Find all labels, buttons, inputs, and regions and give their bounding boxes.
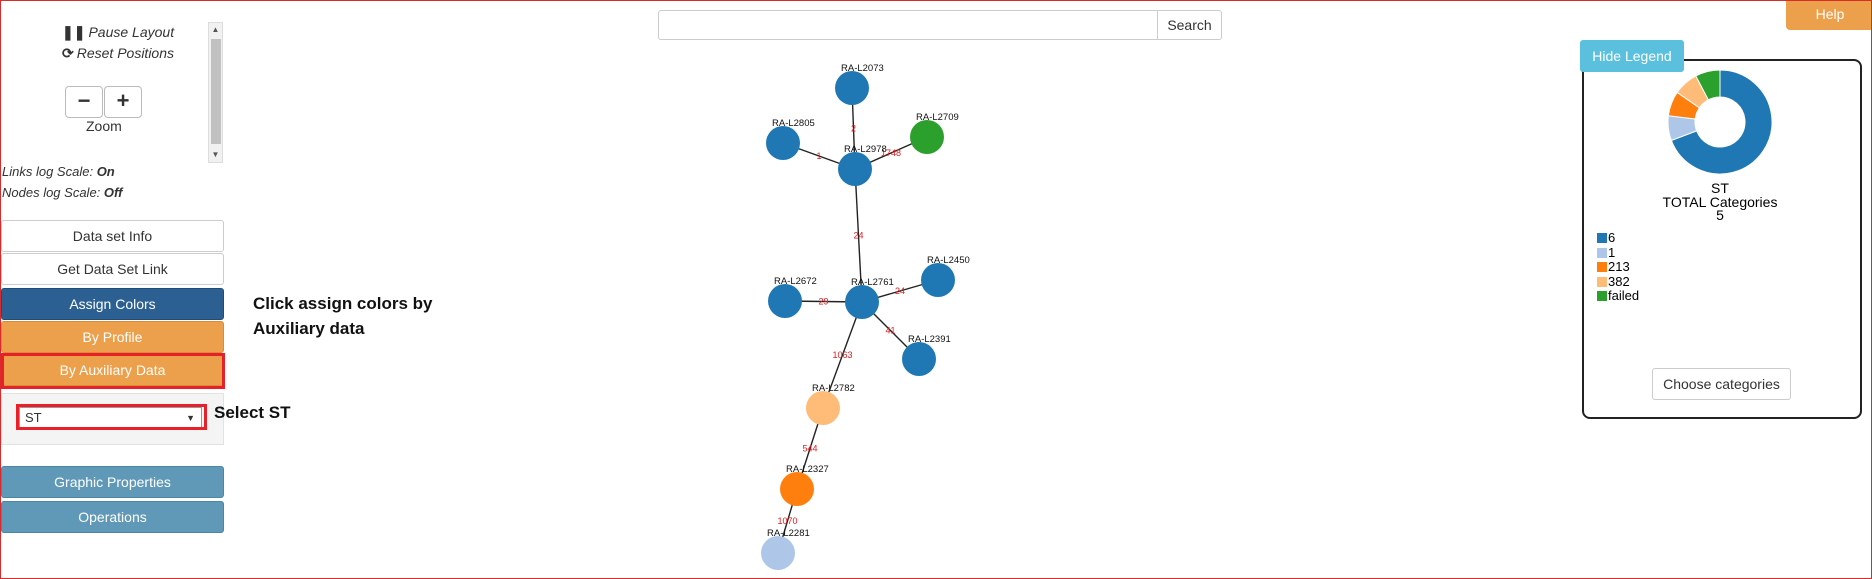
operations-button[interactable]: Operations (1, 501, 224, 533)
node-label: RA-L2761 (851, 277, 894, 288)
choose-categories-button[interactable]: Choose categories (1652, 368, 1791, 400)
annotation-select-st: Select ST (214, 403, 291, 422)
hide-legend-button[interactable]: Hide Legend (1580, 40, 1684, 72)
graph-node[interactable] (835, 71, 869, 105)
get-data-set-link-button[interactable]: Get Data Set Link (1, 253, 224, 285)
link-distance-label: 24 (853, 231, 863, 241)
refresh-icon: ⟳ (62, 45, 74, 61)
nodes-log-scale-label: Nodes log Scale: (2, 185, 101, 200)
graph-node[interactable] (838, 152, 872, 186)
legend-item: 213 (1597, 260, 1630, 274)
chevron-down-icon: ▼ (186, 413, 195, 423)
node-label: RA-L2709 (916, 112, 959, 123)
graph-node[interactable] (768, 284, 802, 318)
legend-field-name: ST (1711, 180, 1729, 196)
links-log-scale-label: Links log Scale: (2, 164, 94, 179)
node-label: RA-L2073 (841, 63, 884, 74)
search-button[interactable]: Search (1157, 10, 1222, 40)
graph-node[interactable] (766, 126, 800, 160)
graph-node[interactable] (761, 536, 795, 570)
link-distance-label: 41 (885, 326, 895, 336)
node-label: RA-L2978 (844, 144, 887, 155)
auxiliary-field-value: ST (25, 410, 42, 425)
legend-total-value: 5 (1716, 207, 1724, 223)
annotation-assign-line1: Click assign colors by (253, 294, 433, 313)
graph-node[interactable] (921, 263, 955, 297)
nodes-log-scale-toggle[interactable]: Nodes log Scale: Off (2, 185, 122, 200)
scroll-down-icon[interactable]: ▼ (211, 150, 220, 159)
legend-total-label: TOTAL Categories (1662, 194, 1778, 210)
pause-layout-button[interactable]: ❚❚Pause Layout (62, 24, 174, 41)
data-set-info-button[interactable]: Data set Info (1, 220, 224, 252)
node-label: RA-L2805 (772, 118, 815, 129)
legend-item-label: 382 (1608, 273, 1630, 289)
legend-item-label: failed (1608, 288, 1640, 303)
graph-link (822, 301, 863, 409)
node-label: RA-L2450 (927, 255, 970, 266)
graph-node[interactable] (902, 342, 936, 376)
node-label: RA-L2672 (774, 276, 817, 287)
legend-item: failed (1597, 289, 1639, 303)
reset-positions-button[interactable]: ⟳Reset Positions (62, 45, 174, 62)
legend-item-label: 6 (1608, 230, 1616, 245)
zoom-label: Zoom (86, 118, 122, 134)
help-button[interactable]: Help (1786, 0, 1872, 30)
legend-swatch (1597, 291, 1607, 301)
graph-node[interactable] (845, 285, 879, 319)
node-label: RA-L2782 (812, 383, 855, 394)
scroll-up-icon[interactable]: ▲ (211, 25, 220, 34)
control-scrollbar[interactable]: ▲ ▼ (208, 22, 223, 163)
category-donut-chart (1667, 69, 1773, 175)
link-distance-label: 24 (895, 286, 905, 296)
donut-slice (1670, 69, 1773, 175)
zoom-out-button[interactable]: − (65, 86, 103, 118)
legend-swatch (1597, 262, 1607, 272)
link-distance-label: 1063 (832, 350, 852, 360)
legend-item-label: 213 (1608, 259, 1630, 274)
link-distance-label: 2 (851, 124, 856, 134)
donut-slice (1695, 69, 1721, 101)
graph-node[interactable] (780, 472, 814, 506)
legend-swatch (1597, 233, 1607, 243)
by-profile-button[interactable]: By Profile (1, 321, 224, 353)
link-distance-label: 1 (816, 151, 821, 161)
legend-panel (1582, 59, 1862, 419)
link-distance-label: 1070 (777, 516, 797, 526)
pause-layout-label: Pause Layout (88, 24, 175, 40)
graphic-properties-button[interactable]: Graphic Properties (1, 466, 224, 498)
pause-icon: ❚❚ (62, 24, 86, 40)
by-auxiliary-data-button[interactable]: By Auxiliary Data (1, 354, 224, 386)
link-distance-label: 1748 (881, 148, 901, 158)
legend-item-label: 1 (1608, 244, 1616, 260)
link-distance-label: 544 (802, 444, 817, 454)
assign-colors-button[interactable]: Assign Colors (1, 288, 224, 320)
annotation-assign-colors: Click assign colors by Auxiliary data (253, 291, 433, 341)
node-label: RA-L2281 (767, 528, 810, 539)
links-log-scale-value: On (96, 164, 115, 179)
reset-positions-label: Reset Positions (76, 45, 175, 61)
legend-swatch (1597, 247, 1607, 258)
scrollbar-thumb[interactable] (211, 39, 221, 144)
legend-item: 1 (1597, 244, 1616, 260)
legend-swatch (1597, 276, 1607, 287)
search-input[interactable] (658, 10, 1158, 40)
graph-link (854, 168, 863, 303)
highlight-select-st (16, 404, 207, 430)
annotation-assign-line2: Auxiliary data (253, 319, 365, 338)
nodes-log-scale-value: Off (103, 185, 123, 200)
links-log-scale-toggle[interactable]: Links log Scale: On (2, 164, 115, 179)
graph-node[interactable] (806, 391, 840, 425)
node-label: RA-L2327 (786, 464, 829, 475)
link-distance-label: 29 (818, 297, 828, 307)
graph-node[interactable] (910, 120, 944, 154)
auxiliary-field-select[interactable]: ST ▼ (19, 407, 202, 429)
highlight-by-auxiliary-data (1, 353, 225, 389)
node-label: RA-L2391 (908, 334, 951, 345)
zoom-in-button[interactable]: + (104, 86, 142, 118)
legend-item: 6 (1597, 231, 1615, 245)
legend-item: 382 (1597, 273, 1630, 289)
